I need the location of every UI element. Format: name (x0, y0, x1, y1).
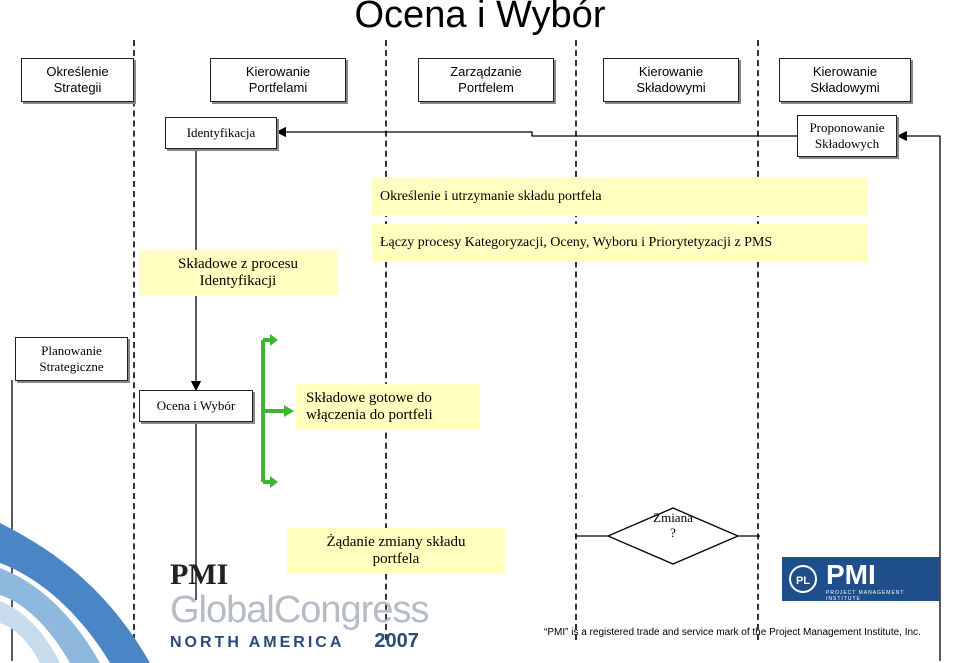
header-zarzadzanie-portfelem: Zarządzanie Portfelem (418, 58, 554, 102)
header-okreslenie-strategii: Określenie Strategii (21, 58, 134, 102)
pmi-right-wordmark: PMI (826, 559, 876, 590)
planowanie-box: Planowanie Strategiczne (15, 337, 128, 381)
green-arrow-head (284, 405, 294, 417)
note-laczy-procesy: Łączy procesy Kategoryzacji, Oceny, Wybo… (372, 224, 868, 262)
connector-line (275, 126, 797, 138)
note-okreslenie: Określenie i utrzymanie składu portfela (372, 178, 868, 216)
green-arrow-head (270, 334, 278, 346)
pmi-global-congress-logo: PMI GlobalCongress NORTH AMERICA 2007 (170, 558, 429, 653)
header-kierowanie-skladowymi: Kierowanie Składowymi (603, 58, 739, 102)
ocena-wybor-box: Ocena i Wybór (139, 390, 253, 422)
lane-divider (133, 40, 135, 640)
note-skladowe-z-procesu: Składowe z procesu Identyfikacji (139, 250, 337, 296)
decision-diamond (606, 507, 740, 565)
pmi-right-subtitle: PROJECT MANAGEMENT INSTITUTE (826, 590, 905, 602)
swoosh-graphic (0, 523, 150, 663)
note-zadanie-zmiany: Żądanie zmiany składu portfela (287, 528, 505, 574)
note-skladowe-gotowe: Składowe gotowe do włączenia do portfeli (296, 384, 480, 430)
lane-divider (575, 40, 577, 640)
lane-divider (757, 40, 759, 640)
green-arrow-head (270, 476, 278, 488)
pmi-badge-icon: PL (789, 565, 817, 593)
header-kierowanie-skladowymi-2: Kierowanie Składowymi (779, 58, 911, 102)
svg-text:PL: PL (796, 575, 810, 587)
footer-trademark: “PMI” is a registered trade and service … (544, 627, 921, 638)
global-congress-text: GlobalCongress (170, 589, 429, 631)
pmi-wordmark: PMI (170, 558, 229, 591)
page-title: Ocena i Wybór (354, 0, 606, 36)
identyfikacja-box: Identyfikacja (165, 117, 277, 149)
proponowanie-box: Proponowanie Składowych (797, 115, 897, 157)
zmiana-label: Zmiana ? (653, 510, 693, 540)
connector-line (896, 130, 941, 661)
header-kierowanie-portfelami: Kierowanie Portfelami (210, 58, 346, 102)
year-text: 2007 (374, 630, 419, 652)
north-america-text: NORTH AMERICA (170, 634, 345, 651)
lane-divider (385, 40, 387, 640)
pmi-institute-logo: PL PMI PROJECT MANAGEMENT INSTITUTE (782, 557, 940, 602)
